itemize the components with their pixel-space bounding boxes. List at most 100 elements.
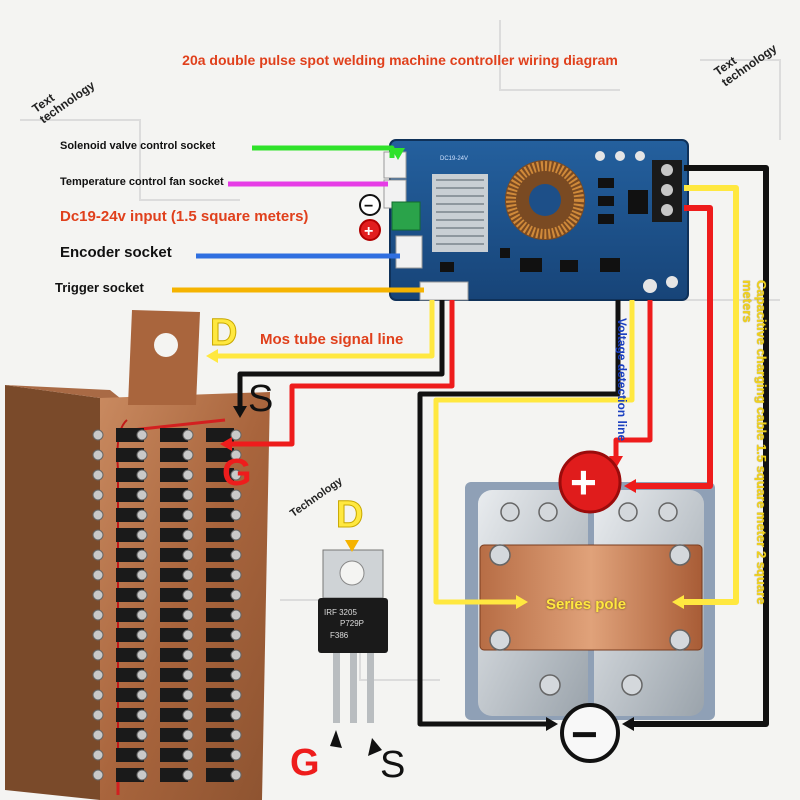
panel-screw (136, 749, 148, 761)
panel-screw (92, 749, 104, 761)
panel-screw (230, 769, 242, 781)
panel-screw (92, 669, 104, 681)
positive-symbol: + (570, 456, 597, 508)
mosfet-body-left (116, 728, 144, 742)
voltage-detection-label: Voltage detection line (615, 318, 629, 442)
mosfet-body-right (206, 588, 234, 602)
panel-screw (92, 509, 104, 521)
dc-input-polarity: − + (359, 194, 381, 241)
panel-screw (136, 609, 148, 621)
panel-screw (230, 729, 242, 741)
mosfet-body-left (116, 668, 144, 682)
mosfet-body-right (206, 768, 234, 782)
capacitor-pack (465, 482, 715, 720)
source-black-wire (237, 300, 445, 412)
panel-screw (230, 529, 242, 541)
gate-pin-label-top: G (222, 452, 252, 494)
panel-screw (182, 529, 194, 541)
mosfet-body-middle (160, 648, 188, 662)
mos-signal-line-label: Mos tube signal line (260, 331, 404, 348)
mosfet-body-middle (160, 568, 188, 582)
panel-screw (182, 609, 194, 621)
panel-screw (92, 649, 104, 661)
mosfet-body-right (206, 708, 234, 722)
output-terminal-block (652, 160, 682, 222)
panel-screw (182, 769, 194, 781)
panel-screw (182, 549, 194, 561)
mosfet-rows (92, 428, 242, 782)
panel-screw (182, 589, 194, 601)
encoder-socket-label: Encoder socket (60, 244, 172, 261)
panel-screw (230, 489, 242, 501)
capacitor-positive-terminal: + (558, 450, 622, 514)
mosfet-body-left (116, 768, 144, 782)
mosfet-body-right (206, 548, 234, 562)
panel-screw (136, 689, 148, 701)
dc-minus-symbol: − (364, 198, 373, 215)
panel-screw (136, 429, 148, 441)
mosfet-body-left (116, 748, 144, 762)
trigger-socket (419, 281, 469, 301)
tab-hole (154, 333, 178, 357)
mosfet-body-left (116, 568, 144, 582)
heatsink (432, 174, 488, 252)
solenoid-socket-label: Solenoid valve control socket (60, 140, 216, 152)
panel-screw (92, 449, 104, 461)
mosfet-body-middle (160, 668, 188, 682)
mosfet-body-right (206, 628, 234, 642)
panel-screw (92, 429, 104, 441)
panel-screw (136, 669, 148, 681)
mosfet-body-middle (160, 608, 188, 622)
source-pin-label-bottom: S (380, 744, 406, 786)
panel-screw (136, 489, 148, 501)
panel-screw (230, 629, 242, 641)
panel-screw (230, 669, 242, 681)
mosfet-body-right (206, 688, 234, 702)
mosfet-body-left (116, 688, 144, 702)
mosfet-body-left (116, 548, 144, 562)
mosfet-body-middle (160, 588, 188, 602)
capacitor-negative-terminal: − (560, 703, 620, 763)
drain-pin-label-bottom: D (335, 494, 364, 537)
panel-screw (230, 749, 242, 761)
dc-input-label: Dc19-24v input (1.5 square meters) (60, 208, 309, 225)
voltage-detect-red (613, 300, 653, 462)
mosfet-body-middle (160, 488, 188, 502)
panel-screw (182, 669, 194, 681)
mosfet-body-left (116, 468, 144, 482)
panel-screw (182, 429, 194, 441)
panel-screw (92, 569, 104, 581)
mosfet-panel (5, 310, 270, 800)
mosfet-body-right (206, 528, 234, 542)
solenoid-pointer (252, 145, 395, 158)
panel-screw (182, 729, 194, 741)
panel-screw (182, 689, 194, 701)
mosfet-body-left (116, 588, 144, 602)
panel-screw (92, 689, 104, 701)
mos-part-line3: F386 (330, 631, 349, 640)
dc-plus-symbol: + (364, 223, 373, 240)
capacitive-cable-label: Capacitive charging cable 1.5 square met… (740, 280, 769, 605)
panel-screw (136, 709, 148, 721)
voltage-detect-yellow (433, 300, 635, 605)
pcb-marking: DC19-24V (440, 156, 468, 162)
panel-screw (230, 589, 242, 601)
panel-screw (136, 769, 148, 781)
panel-screw (136, 529, 148, 541)
panel-screw (136, 629, 148, 641)
panel-screw (136, 469, 148, 481)
terminal-bolts (489, 502, 691, 696)
mosfet-body-middle (160, 448, 188, 462)
mosfet-body-middle (160, 768, 188, 782)
mosfet-body-middle (160, 468, 188, 482)
source-pin-label-top: S (248, 378, 274, 420)
panel-screw (230, 469, 242, 481)
gate-red-wire (226, 300, 455, 447)
panel-screw (182, 709, 194, 721)
panel-screw (230, 689, 242, 701)
panel-screw (136, 549, 148, 561)
series-pole-bar (479, 544, 703, 651)
series-pole-label: Series pole (546, 596, 627, 613)
mosfet-body-middle (160, 548, 188, 562)
